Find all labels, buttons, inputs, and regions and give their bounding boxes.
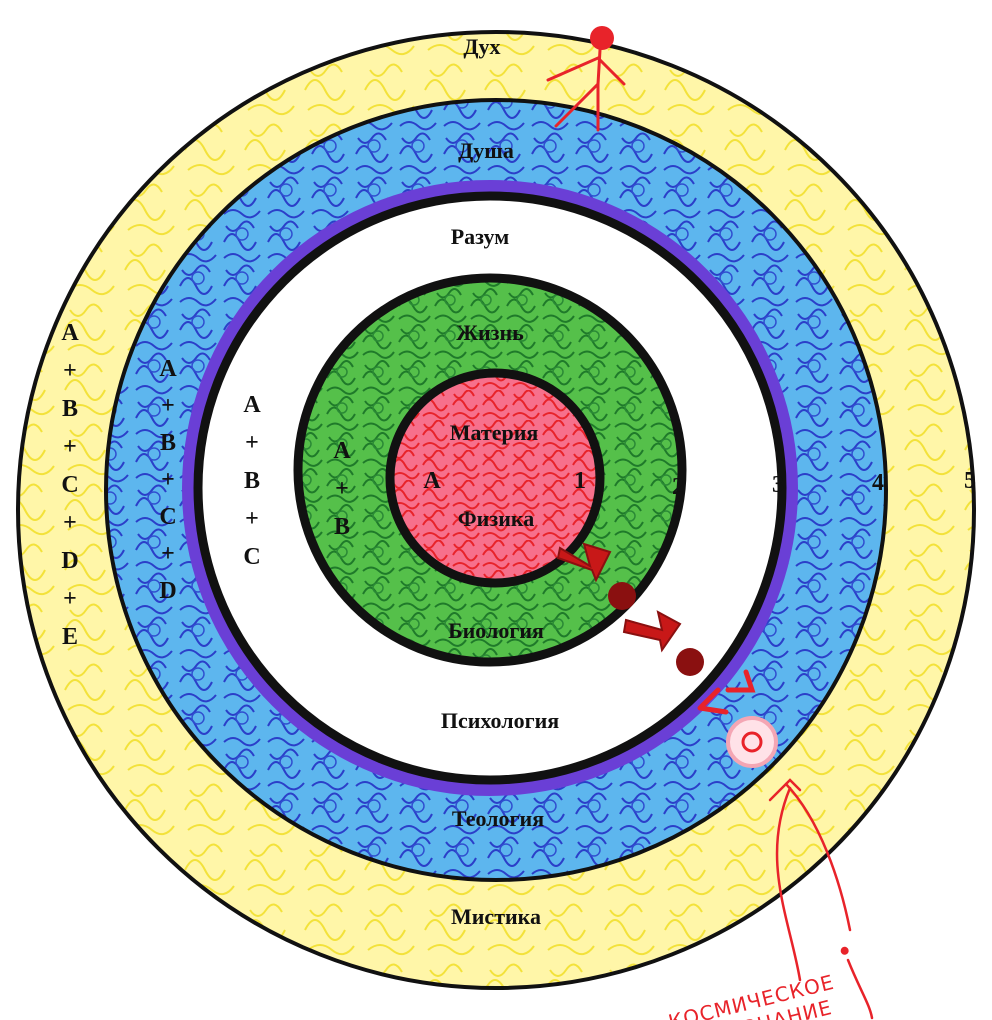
sequence-plus: + xyxy=(161,393,175,419)
label-mystic: Мистика xyxy=(451,904,541,929)
sequence-term: A xyxy=(159,356,177,382)
sequence-plus: + xyxy=(245,430,259,456)
label-matter: Материя xyxy=(450,420,539,445)
label-biology: Биология xyxy=(448,618,544,643)
sequence-plus: + xyxy=(63,510,77,536)
cosmic-consciousness-note: КОСМИЧЕСКОЕ СОЗНАНИЕ xyxy=(666,946,849,1020)
sequence-term: D xyxy=(159,578,176,604)
sequence-plus: + xyxy=(161,467,175,493)
label-soul: Душа xyxy=(458,138,514,163)
sequence-level-4: A + B + C + D xyxy=(159,356,177,604)
level-number: 5 xyxy=(964,468,976,494)
stick-figure-icon xyxy=(546,26,626,132)
label-theology: Теология xyxy=(452,806,544,831)
sequence-term: C xyxy=(159,504,176,530)
arrow-icon xyxy=(622,610,682,653)
sequence-term: A xyxy=(423,468,441,494)
level-number: 4 xyxy=(872,470,884,496)
sequence-term: B xyxy=(62,396,78,422)
sequence-term: B xyxy=(334,514,350,540)
label-physics: Физика xyxy=(458,506,534,531)
sequence-plus: + xyxy=(245,506,259,532)
sequence-plus: + xyxy=(63,434,77,460)
sequence-level-1: A xyxy=(423,468,441,494)
sequence-term: D xyxy=(61,548,78,574)
level-number: 2 xyxy=(672,474,684,500)
level-number: 3 xyxy=(772,472,784,498)
dot-icon xyxy=(608,582,636,610)
level-numbers: 1 2 3 4 5 xyxy=(574,468,976,500)
physics-ring xyxy=(385,368,605,588)
sequence-term: A xyxy=(61,320,79,346)
sequence-level-2: A + B xyxy=(333,438,351,540)
sequence-term: A xyxy=(243,392,261,418)
sequence-plus: + xyxy=(63,586,77,612)
arrow-icon xyxy=(697,669,756,715)
sequence-term: B xyxy=(160,430,176,456)
label-psychology: Психология xyxy=(441,708,559,733)
label-mind: Разум xyxy=(451,224,510,249)
level-number: 1 xyxy=(574,468,586,494)
label-life: Жизнь xyxy=(456,320,524,345)
sequence-plus: + xyxy=(335,476,349,502)
sequence-term: C xyxy=(61,472,78,498)
sequence-term: C xyxy=(243,544,260,570)
sequence-plus: + xyxy=(161,541,175,567)
progression-path xyxy=(556,542,778,768)
circle-icon xyxy=(741,731,763,753)
sequence-level-5: A + B + C + D + E xyxy=(61,320,79,650)
sequence-term: A xyxy=(333,438,351,464)
arrow-icon xyxy=(556,542,612,583)
sequence-term: B xyxy=(244,468,260,494)
sequence-term: E xyxy=(62,624,78,650)
label-spirit: Дух xyxy=(463,34,500,59)
annotation-pointer xyxy=(768,778,874,1020)
sequence-level-3: A + B + C xyxy=(243,392,261,570)
sequence-plus: + xyxy=(63,358,77,384)
dot-icon xyxy=(676,648,704,676)
circle-icon xyxy=(726,716,778,768)
